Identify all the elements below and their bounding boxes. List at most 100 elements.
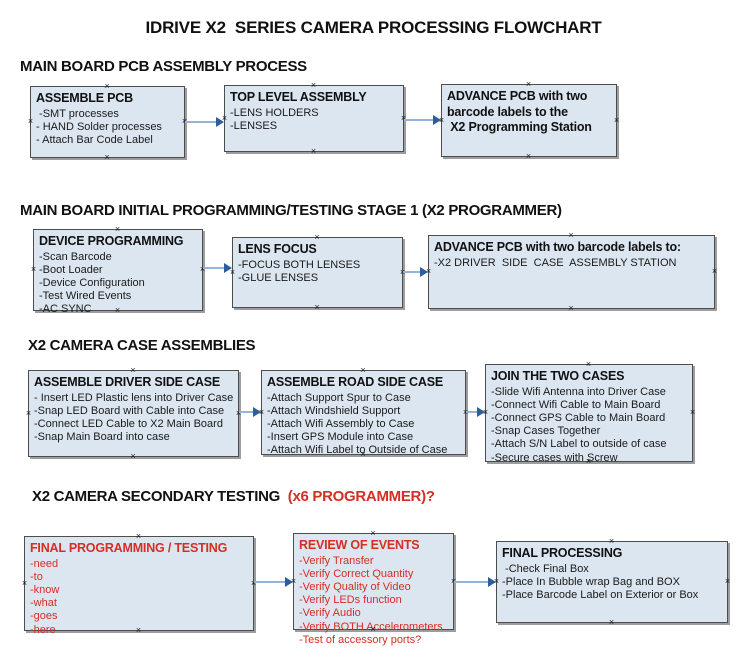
connection-anchor-icon: × bbox=[360, 365, 366, 375]
flow-box-top-level-assembly[interactable]: TOP LEVEL ASSEMBLY-LENS HOLDERS-LENSES××… bbox=[222, 80, 406, 156]
arrow-head-icon bbox=[216, 117, 224, 127]
connection-anchor-icon: × bbox=[525, 79, 532, 89]
box-item: -FOCUS BOTH LENSES bbox=[238, 258, 361, 271]
connection-anchor-icon: × bbox=[608, 617, 615, 627]
box-item: - Attach Bar Code Label bbox=[36, 134, 153, 146]
flow-box-lens-focus[interactable]: LENS FOCUS-FOCUS BOTH LENSES-GLUE LENSES… bbox=[230, 232, 405, 312]
connection-anchor-icon: × bbox=[724, 576, 731, 586]
box-item: -X2 DRIVER SIDE CASE ASSEMBLY STATION bbox=[434, 256, 677, 269]
arrow-head-icon bbox=[433, 115, 441, 125]
box-title-assemble-driver-side-case: ASSEMBLE DRIVER SIDE CASE bbox=[34, 375, 221, 389]
flow-box-advance-pcb-to-driver-side-station[interactable]: ADVANCE PCB with two barcode labels to: -… bbox=[426, 231, 718, 313]
connection-anchor-icon: × bbox=[370, 528, 376, 538]
arrow-line bbox=[203, 267, 224, 269]
flow-box-final-programming-testing[interactable]: FINAL PROGRAMMING / TESTING-need-to-know… bbox=[21, 531, 256, 636]
flow-box-final-processing[interactable]: FINAL PROCESSING -Check Final Box-Place … bbox=[494, 537, 731, 627]
box-item: -Attach Support Spur to Case bbox=[267, 391, 411, 404]
flow-box-join-the-two-cases[interactable]: JOIN THE TWO CASES -Slide Wifi Antenna in… bbox=[483, 359, 695, 466]
connection-anchor-icon: × bbox=[568, 303, 574, 313]
box-item: -Verify Quality of Video bbox=[299, 581, 411, 593]
box-item: -LENS HOLDERS bbox=[230, 106, 319, 119]
section-heading-text: MAIN BOARD INITIAL PROGRAMMING/TESTING S… bbox=[20, 202, 562, 219]
arrow-line bbox=[403, 271, 420, 273]
box-item: - HAND Solder processes bbox=[36, 120, 162, 133]
connection-anchor-icon: × bbox=[310, 146, 317, 156]
box-item: -Verify LEDs function bbox=[299, 594, 402, 607]
box-item: -Slide Wifi Antenna into Driver Case bbox=[491, 385, 666, 398]
box-item: -know bbox=[30, 584, 60, 596]
flow-box-device-programming[interactable]: DEVICE PROGRAMMING-Scan Barcode-Boot Loa… bbox=[30, 224, 205, 316]
connection-anchor-icon: × bbox=[135, 531, 142, 541]
flow-box-review-of-events[interactable]: REVIEW OF EVENTS-Verify Transfer-Verify … bbox=[291, 528, 456, 646]
section-heading-text: MAIN BOARD PCB ASSEMBLY PROCESS bbox=[20, 58, 307, 75]
box-item: -Place In Bubble wrap Bag and BOX bbox=[502, 575, 680, 588]
flow-box-assemble-pcb[interactable]: ASSEMBLE PCB -SMT processes- HAND Solder… bbox=[28, 82, 187, 162]
box-item: - Insert LED Plastic lens into Driver Ca… bbox=[34, 391, 234, 404]
box-item: -Verify Correct Quantity bbox=[299, 567, 414, 580]
arrow-line bbox=[185, 121, 216, 123]
box-item: -Attach Windshield Support bbox=[267, 404, 401, 417]
flow-box-assemble-driver-side-case[interactable]: ASSEMBLE DRIVER SIDE CASE - Insert LED Pl… bbox=[25, 366, 241, 461]
box-item: -here bbox=[30, 623, 56, 636]
box-item: -Boot Loader bbox=[39, 263, 103, 276]
box-title-review-of-events: REVIEW OF EVENTS bbox=[299, 538, 420, 552]
flow-box-advance-pcb-to-programming-station[interactable]: ADVANCE PCB with two barcode labels to t… bbox=[439, 79, 620, 161]
connection-anchor-icon: × bbox=[30, 264, 37, 274]
box-item: -Verify Transfer bbox=[299, 554, 374, 567]
box-item: -Verify BOTH Accelerometers bbox=[299, 620, 443, 633]
flow-arrow-4-1[interactable] bbox=[254, 577, 293, 587]
box-item: -LENSES bbox=[230, 119, 278, 132]
connection-anchor-icon: × bbox=[130, 451, 136, 461]
box-item: -Snap LED Board with Cable into Case bbox=[34, 404, 225, 417]
box-item: -Connect Wifi Cable to Main Board bbox=[491, 398, 661, 411]
flow-arrow-3-1[interactable] bbox=[239, 407, 261, 417]
box-item: -what bbox=[30, 597, 57, 610]
connection-anchor-icon: × bbox=[314, 302, 320, 312]
box-item: -Test Wired Events bbox=[39, 290, 132, 303]
box-item: -need bbox=[30, 557, 59, 570]
connection-anchor-icon: × bbox=[711, 266, 718, 276]
connection-anchor-icon: × bbox=[585, 359, 592, 369]
box-item: -to bbox=[30, 570, 43, 583]
box-item: -Connect LED Cable to X2 Main Board bbox=[34, 418, 223, 430]
arrow-line bbox=[239, 411, 253, 413]
flow-arrow-3-2[interactable] bbox=[466, 407, 485, 417]
box-title-device-programming: DEVICE PROGRAMMING bbox=[39, 234, 184, 248]
section-heading-2: MAIN BOARD INITIAL PROGRAMMING/TESTING S… bbox=[20, 202, 562, 219]
box-item: -SMT processes bbox=[36, 107, 119, 120]
section-heading-3: X2 CAMERA CASE ASSEMBLIES bbox=[28, 337, 256, 354]
arrow-line bbox=[404, 119, 433, 121]
flow-arrow-2-1[interactable] bbox=[203, 263, 232, 273]
box-title-advance-pcb-to-programming-station: ADVANCE PCB with two barcode labels to t… bbox=[447, 89, 592, 135]
connection-anchor-icon: × bbox=[314, 232, 320, 242]
box-item: -Insert GPS Module into Case bbox=[267, 431, 414, 444]
section-heading-text: X2 CAMERA CASE ASSEMBLIES bbox=[28, 337, 256, 354]
arrow-head-icon bbox=[420, 267, 428, 277]
box-title-assemble-road-side-case: ASSEMBLE ROAD SIDE CASE bbox=[267, 375, 443, 389]
arrow-line bbox=[466, 411, 477, 413]
section-heading-red-text: (x6 PROGRAMMER)? bbox=[287, 488, 435, 505]
flow-box-assemble-road-side-case[interactable]: ASSEMBLE ROAD SIDE CASE -Attach Support S… bbox=[259, 365, 468, 459]
section-heading-text: X2 CAMERA SECONDARY TESTING bbox=[32, 488, 288, 505]
connection-anchor-icon: × bbox=[21, 577, 28, 588]
flow-arrow-2-2[interactable] bbox=[403, 267, 428, 277]
section-heading-4: X2 CAMERA SECONDARY TESTING (x6 PROGRAMM… bbox=[32, 488, 435, 505]
box-item: -GLUE LENSES bbox=[238, 271, 319, 284]
arrow-line bbox=[254, 581, 285, 583]
connection-anchor-icon: × bbox=[310, 80, 317, 90]
arrow-head-icon bbox=[224, 263, 232, 273]
connection-anchor-icon: × bbox=[613, 114, 620, 125]
box-title-join-the-two-cases: JOIN THE TWO CASES bbox=[491, 369, 625, 383]
box-item: -Place Barcode Label on Exterior or Box bbox=[502, 589, 699, 601]
box-item: -goes bbox=[30, 610, 58, 623]
box-item: -Snap Cases Together bbox=[491, 425, 601, 438]
box-title-final-processing: FINAL PROCESSING bbox=[502, 546, 623, 560]
connection-anchor-icon: × bbox=[114, 224, 121, 234]
connection-anchor-icon: × bbox=[25, 407, 32, 418]
box-title-advance-pcb-to-driver-side-station: ADVANCE PCB with two barcode labels to: bbox=[434, 240, 681, 254]
flow-arrow-1-1[interactable] bbox=[185, 117, 224, 127]
box-item: -AC SYNC bbox=[39, 303, 92, 316]
flow-arrow-1-2[interactable] bbox=[404, 115, 441, 125]
flow-arrow-4-2[interactable] bbox=[454, 577, 496, 587]
